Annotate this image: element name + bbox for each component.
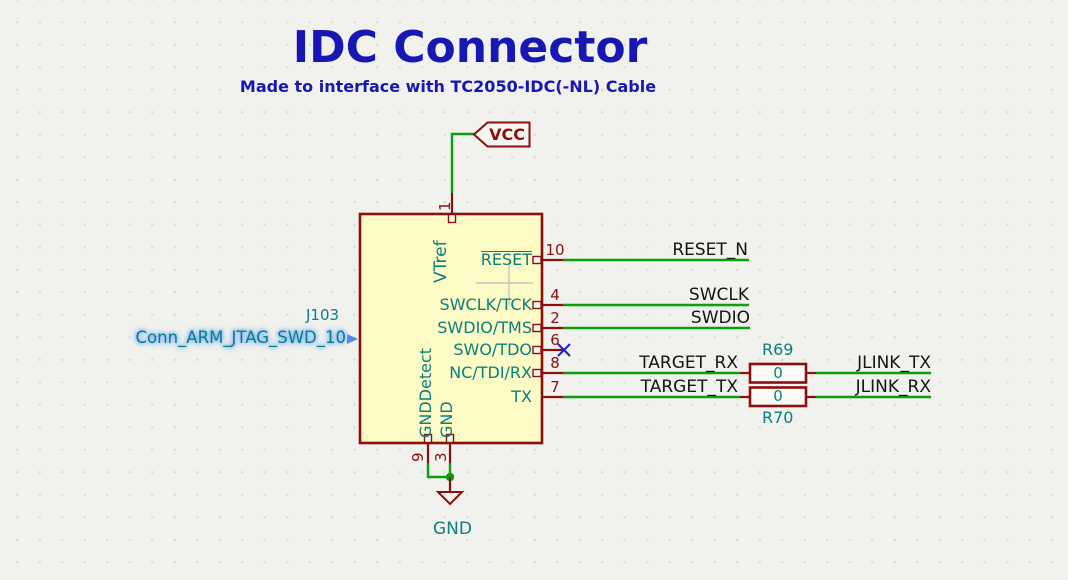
pin-number-6: 6 <box>550 331 560 349</box>
pin-name-vtref: VTref <box>431 240 451 283</box>
pin-square-10 <box>532 255 542 265</box>
wire-gnd[interactable] <box>426 463 450 479</box>
resistor-r69-value[interactable]: 0 <box>773 364 783 382</box>
pin-number-7: 7 <box>550 378 560 396</box>
resistor-r70-value[interactable]: 0 <box>773 387 783 405</box>
symbol-value[interactable]: Conn_ARM_JTAG_SWD_10 <box>135 328 346 347</box>
pin-number-3: 3 <box>432 452 450 462</box>
no-connect-icon[interactable] <box>557 343 571 357</box>
pin-name-swo-tdo: SWO/TDO <box>453 340 532 359</box>
highlight-cursor-icon <box>347 334 358 344</box>
pin-square-4 <box>532 300 542 310</box>
vcc-power-label[interactable]: VCC <box>489 125 525 144</box>
pin-name-reset: RESET <box>480 250 532 269</box>
net-label-target-tx[interactable]: TARGET_TX <box>640 377 738 397</box>
pin-name-swclk-tck: SWCLK/TCK <box>439 295 532 314</box>
pin-name-swdio-tms: SWDIO/TMS <box>437 318 532 337</box>
pin-number-9: 9 <box>409 452 427 462</box>
pin-square-6 <box>532 345 542 355</box>
resistor-r70-reference[interactable]: R70 <box>762 408 794 427</box>
net-label-jlink-rx[interactable]: JLINK_RX <box>855 377 931 397</box>
pin-number-2: 2 <box>550 309 560 327</box>
pin-name-nc-tdi-rx: NC/TDI/RX <box>449 363 532 382</box>
pin-number-10: 10 <box>545 241 565 259</box>
resistor-r69-reference[interactable]: R69 <box>762 340 794 359</box>
pin-square-3 <box>445 433 455 444</box>
net-label-swdio[interactable]: SWDIO <box>690 308 750 328</box>
schematic-title[interactable]: IDC Connector <box>292 22 648 73</box>
symbol-reference[interactable]: J103 <box>306 306 340 324</box>
pin-square-8 <box>532 368 542 378</box>
pin-square-9 <box>423 433 433 444</box>
symbol-body[interactable] <box>358 212 544 445</box>
pin-name-tx: TX <box>511 387 532 406</box>
reset-overline: RESET <box>480 250 532 269</box>
pin-name-gnd: GND <box>437 401 456 438</box>
pin-number-4: 4 <box>550 286 560 304</box>
net-label-target-rx[interactable]: TARGET_RX <box>639 353 738 373</box>
vcc-flag-outline[interactable] <box>472 121 531 148</box>
gnd-power-label[interactable]: GND <box>433 519 472 539</box>
net-label-swclk[interactable]: SWCLK <box>688 285 749 305</box>
net-label-reset-n[interactable]: RESET_N <box>672 240 748 260</box>
pin-square-1 <box>447 213 457 224</box>
gnd-symbol-triangle[interactable] <box>435 491 465 506</box>
wire-vcc[interactable] <box>450 132 474 193</box>
pin-number-1: 1 <box>436 201 454 211</box>
pin-name-gnddetect: GNDDetect <box>416 347 435 438</box>
schematic-subtitle[interactable]: Made to interface with TC2050-IDC(-NL) C… <box>239 77 657 96</box>
pin-square-2 <box>532 323 542 333</box>
pin-number-8: 8 <box>550 354 560 372</box>
resistor-r70-body[interactable] <box>748 386 808 408</box>
net-label-jlink-tx[interactable]: JLINK_TX <box>857 353 931 373</box>
resistor-r69-body[interactable] <box>748 362 808 384</box>
